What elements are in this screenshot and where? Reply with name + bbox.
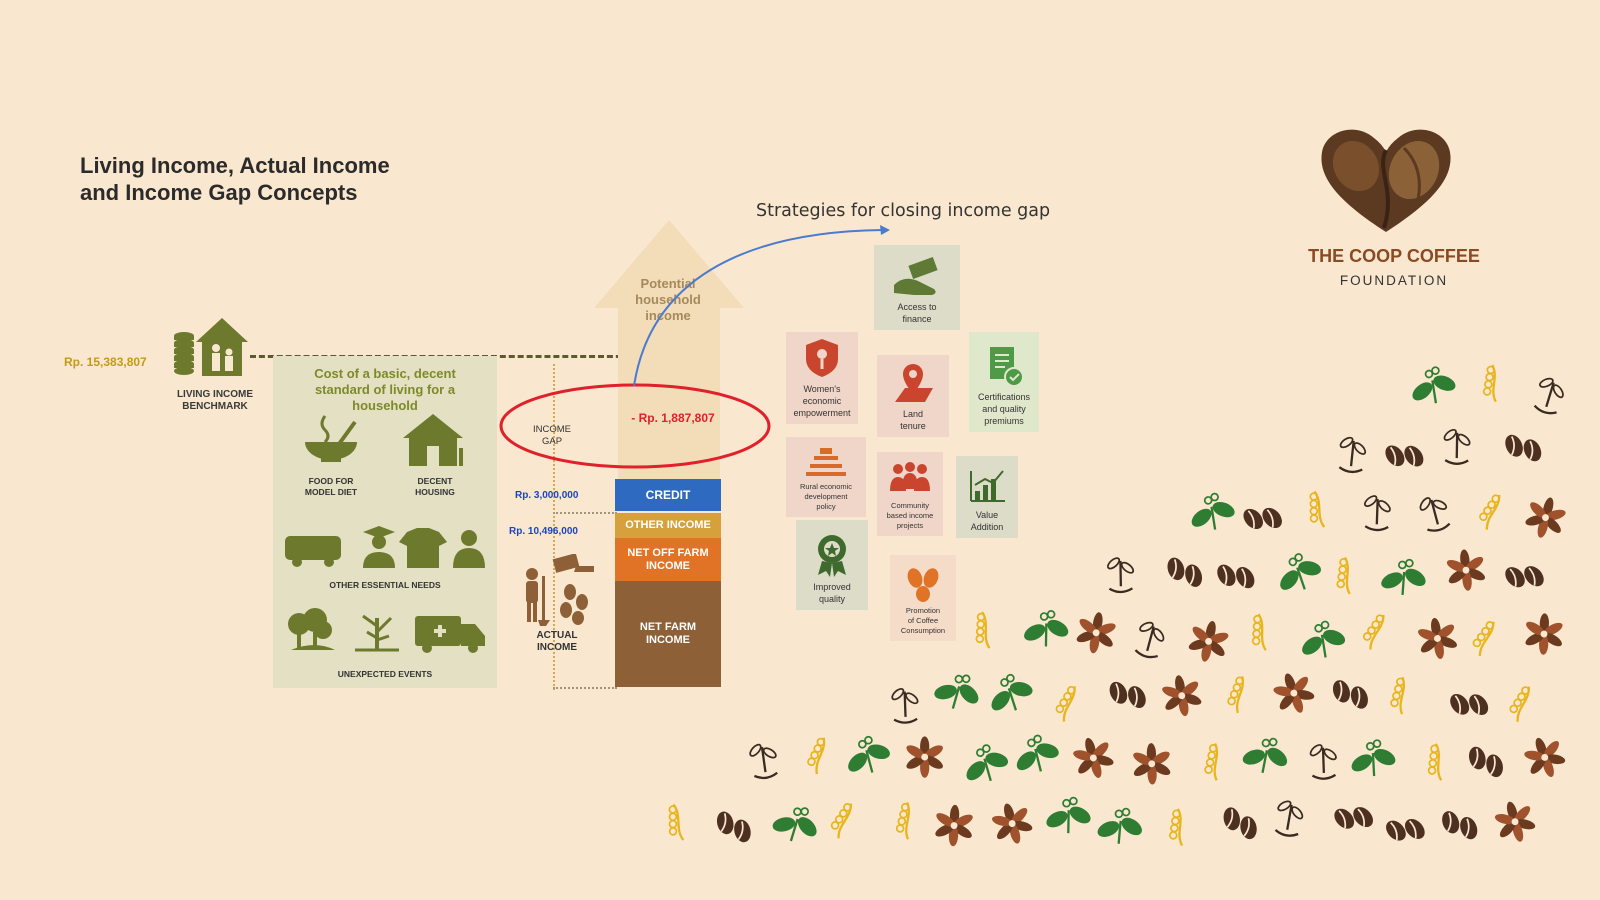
- community-people-icon: [890, 462, 930, 491]
- women-shield-icon: [806, 339, 838, 377]
- essential-needs-icons: [285, 526, 485, 568]
- benchmark-label: LIVING INCOME BENCHMARK: [176, 389, 254, 412]
- coffee-plant-pattern: [668, 364, 1566, 847]
- potential-income-label: Potential household income: [635, 276, 701, 323]
- logo-subtitle: FOUNDATION: [1339, 273, 1449, 288]
- coffee-beans-icon: [907, 568, 939, 602]
- dotted-guide-credit: [553, 512, 617, 514]
- page-title: Living Income, Actual Income and Income …: [80, 152, 440, 206]
- actual-income-value: Rp. 10,496,000: [509, 526, 578, 537]
- house-icon: [403, 414, 463, 466]
- rural-development-icon: [806, 448, 846, 476]
- credit-block: CREDIT: [615, 479, 721, 511]
- house-coins-icon: [174, 318, 248, 376]
- cost-panel-title: Cost of a basic, decent standard of livi…: [314, 366, 456, 413]
- unexpected-caption: UNEXPECTED EVENTS: [337, 669, 433, 679]
- strategies-title: Strategies for closing income gap: [756, 201, 1051, 221]
- potential-income-arrow: [594, 220, 744, 486]
- quality-medal-icon: [818, 535, 846, 577]
- certificate-check-icon: [990, 347, 1024, 387]
- growth-chart-icon: [970, 470, 1005, 502]
- title-line-1: Living Income, Actual Income: [80, 153, 390, 178]
- soup-bowl-icon: [305, 415, 357, 462]
- farmer-money-icon: [526, 554, 594, 626]
- income-gap-value: - Rp. 1,887,807: [631, 411, 715, 425]
- dotted-guide-left: [553, 364, 555, 690]
- logo-name: THE COOP COFFEE: [1308, 246, 1480, 266]
- cost-of-living-panel: Cost of a basic, decent standard of livi…: [273, 356, 497, 688]
- benchmark-value: Rp. 15,383,807: [64, 355, 147, 369]
- other-income-block: OTHER INCOME: [615, 513, 721, 538]
- other-needs-caption: OTHER ESSENTIAL NEEDS: [329, 580, 441, 590]
- unexpected-events-icons: [288, 608, 485, 653]
- strategy-curve-arrow: [633, 225, 890, 387]
- coop-coffee-heart-logo: [1321, 129, 1451, 232]
- credit-value: Rp. 3,000,000: [515, 490, 579, 501]
- finance-handshake-icon: [894, 257, 938, 295]
- title-line-2: and Income Gap Concepts: [80, 180, 358, 205]
- land-pin-icon: [895, 364, 933, 402]
- dotted-guide-bottom: [553, 687, 617, 689]
